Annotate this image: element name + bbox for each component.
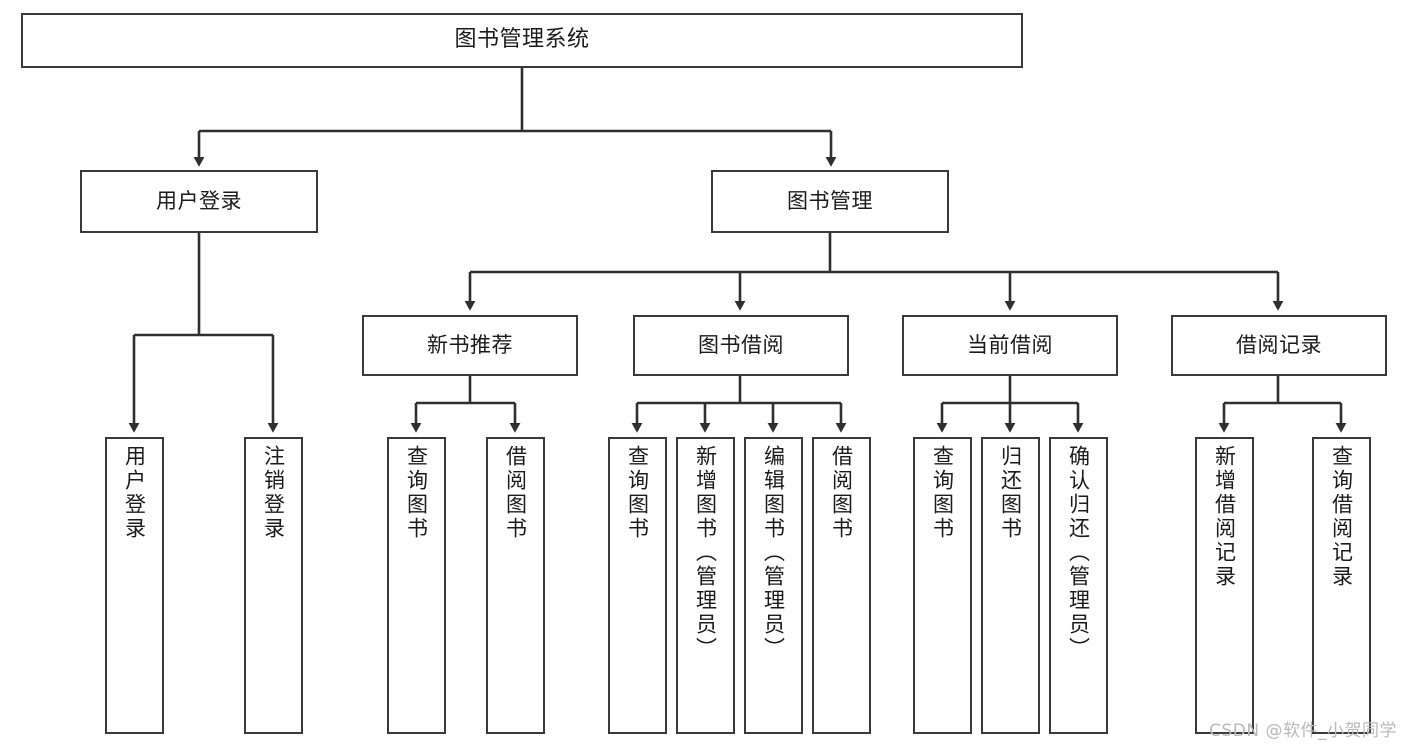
node-label: 用户登录 [156, 189, 242, 214]
leaf-new-book-query[interactable]: 查询图书 [387, 437, 446, 734]
leaf-borrow-record-query[interactable]: 查询借阅记录 [1312, 437, 1371, 734]
leaf-book-borrow-add[interactable]: 新增图书（管理员） [676, 437, 735, 734]
node-label: 借阅记录 [1236, 333, 1322, 358]
node-label: 图书管理系统 [454, 27, 590, 53]
node-book-management[interactable]: 图书管理 [711, 170, 949, 233]
node-label: 确认归还（管理员） [1066, 445, 1091, 661]
node-new-book-recommend[interactable]: 新书推荐 [362, 315, 578, 376]
node-label: 查询图书 [930, 445, 955, 541]
node-label: 归还图书 [998, 445, 1023, 541]
node-label: 图书借阅 [698, 333, 784, 358]
leaf-borrow-record-add[interactable]: 新增借阅记录 [1195, 437, 1254, 734]
node-label: 新增图书（管理员） [693, 445, 718, 661]
node-label: 当前借阅 [967, 333, 1053, 358]
leaf-book-borrow-query[interactable]: 查询图书 [608, 437, 667, 734]
node-label: 注销登录 [261, 445, 286, 541]
leaf-book-borrow-edit[interactable]: 编辑图书（管理员） [744, 437, 803, 734]
leaf-user-login-login[interactable]: 用户登录 [105, 437, 164, 734]
node-current-borrow[interactable]: 当前借阅 [902, 315, 1118, 376]
node-label: 新增借阅记录 [1212, 445, 1237, 589]
node-label: 编辑图书（管理员） [761, 445, 786, 661]
node-root-system[interactable]: 图书管理系统 [21, 13, 1023, 68]
watermark-text: CSDN @软件_小贺同学 [1209, 721, 1397, 741]
node-label: 用户登录 [122, 445, 147, 541]
node-borrow-record[interactable]: 借阅记录 [1171, 315, 1387, 376]
leaf-current-borrow-confirm-return[interactable]: 确认归还（管理员） [1049, 437, 1108, 734]
node-user-login[interactable]: 用户登录 [80, 170, 318, 233]
leaf-book-borrow-borrow[interactable]: 借阅图书 [812, 437, 871, 734]
node-book-borrow[interactable]: 图书借阅 [633, 315, 849, 376]
node-label: 新书推荐 [427, 333, 513, 358]
node-label: 借阅图书 [829, 445, 854, 541]
leaf-current-borrow-query[interactable]: 查询图书 [913, 437, 972, 734]
node-label: 借阅图书 [503, 445, 528, 541]
node-label: 查询借阅记录 [1329, 445, 1354, 589]
node-label: 查询图书 [404, 445, 429, 541]
leaf-current-borrow-return[interactable]: 归还图书 [981, 437, 1040, 734]
node-label: 查询图书 [625, 445, 650, 541]
leaf-new-book-borrow[interactable]: 借阅图书 [486, 437, 545, 734]
node-label: 图书管理 [787, 189, 873, 214]
leaf-user-login-logout[interactable]: 注销登录 [244, 437, 303, 734]
